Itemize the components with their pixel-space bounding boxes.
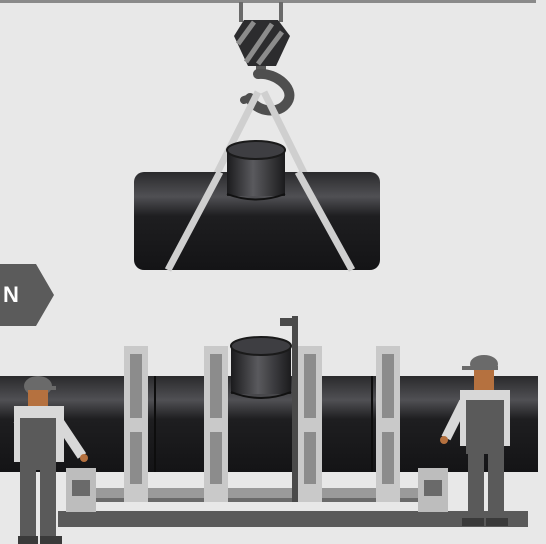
pipe-branch <box>230 336 292 399</box>
worker-icon <box>13 376 88 544</box>
step-tag-shape <box>0 264 54 326</box>
crane-hook-icon <box>234 2 295 116</box>
step-tag-label: N <box>3 282 19 307</box>
step-tag: N <box>0 264 54 326</box>
fusion-machine-icon <box>58 316 528 527</box>
worker-icon <box>440 355 510 526</box>
machine-clamp <box>376 346 400 502</box>
pipe-tee-icon <box>134 140 380 270</box>
machine-clamp <box>298 346 322 502</box>
machine-clamp <box>124 346 148 502</box>
machine-clamp <box>204 346 228 502</box>
lifting-sling-front <box>164 170 356 272</box>
